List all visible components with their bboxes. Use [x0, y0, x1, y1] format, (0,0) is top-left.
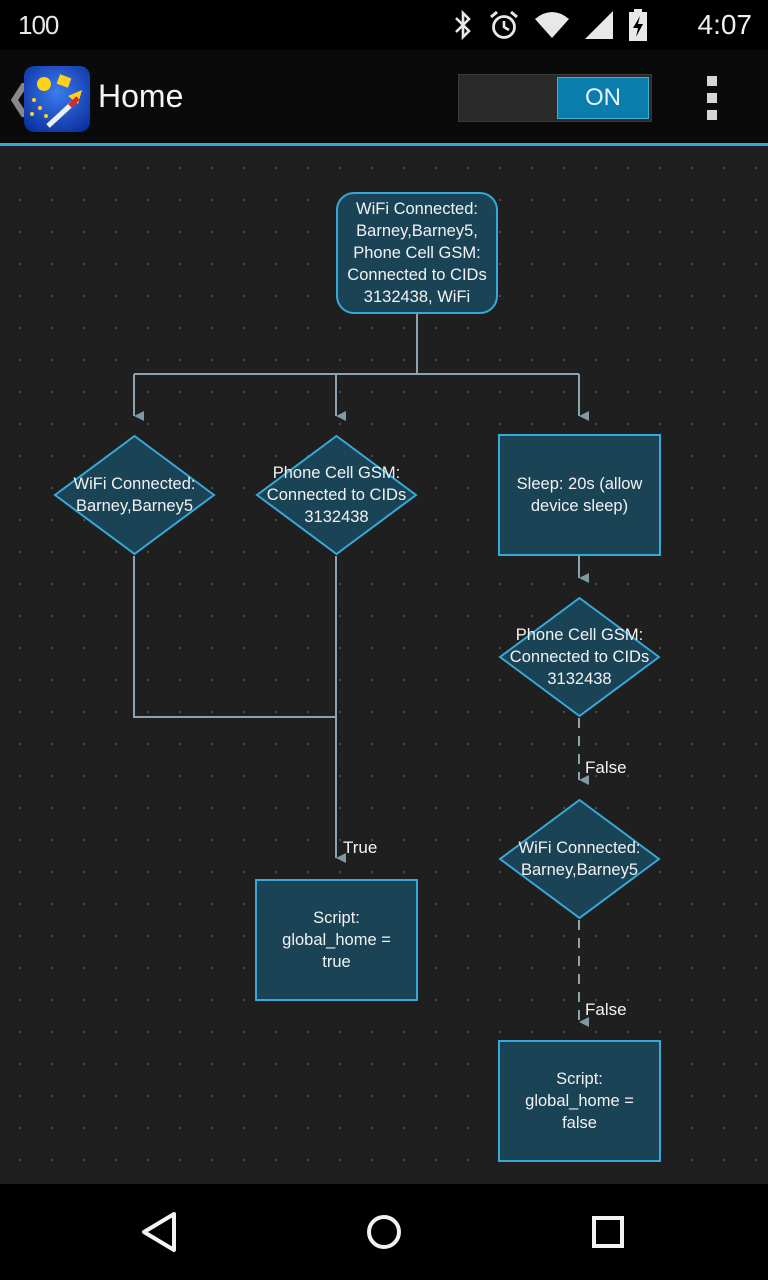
back-icon[interactable] — [136, 1208, 184, 1256]
flow-cond-wifi-right[interactable]: WiFi Connected: Barney,Barney5 — [498, 798, 661, 920]
page-title: Home — [98, 78, 184, 114]
flow-cond-cell-right[interactable]: Phone Cell GSM: Connected to CIDs 313243… — [498, 596, 661, 718]
battery-percent: 100 — [18, 10, 59, 40]
cell-signal-icon — [585, 11, 613, 39]
status-icons — [452, 8, 648, 42]
edge-label-false-1: False — [585, 758, 627, 777]
action-bar: ❮ Home ON — [0, 50, 768, 144]
flow-script-true-text: Script: global_home = true — [282, 909, 391, 971]
flow-root-node[interactable]: WiFi Connected: Barney,Barney5, Phone Ce… — [336, 192, 498, 314]
flow-canvas[interactable]: WiFi Connected: Barney,Barney5, Phone Ce… — [0, 146, 768, 1184]
edge-label-true: True — [343, 838, 378, 857]
alarm-icon — [490, 10, 518, 39]
flow-cond-wifi-right-text: WiFi Connected: Barney,Barney5 — [518, 839, 641, 879]
flow-script-true-node[interactable]: Script: global_home = true — [255, 879, 418, 1001]
wifi-icon — [535, 12, 569, 38]
navigation-bar — [0, 1184, 768, 1280]
battery-charging-icon — [629, 9, 647, 41]
flow-root-text: WiFi Connected: Barney,Barney5, Phone Ce… — [347, 200, 487, 306]
app-logo-icon[interactable] — [24, 66, 90, 132]
flow-sleep-text: Sleep: 20s (allow device sleep) — [516, 475, 643, 515]
flow-script-false-node[interactable]: Script: global_home = false — [498, 1040, 661, 1162]
flow-cond-cell-right-text: Phone Cell GSM: Connected to CIDs 313243… — [509, 626, 650, 688]
flow-cond-cell-mid[interactable]: Phone Cell GSM: Connected to CIDs 313243… — [255, 434, 418, 556]
clock: 4:07 — [697, 9, 753, 40]
flow-cond-cell-mid-text: Phone Cell GSM: Connected to CIDs 313243… — [266, 464, 407, 526]
overflow-menu-icon[interactable] — [700, 76, 724, 120]
home-icon[interactable] — [360, 1208, 408, 1256]
status-bar: 100 4:07 — [0, 0, 768, 50]
edge-label-false-2: False — [585, 1000, 627, 1019]
bluetooth-icon — [455, 10, 471, 40]
flow-cond-wifi-left[interactable]: WiFi Connected: Barney,Barney5 — [53, 434, 216, 556]
recents-icon[interactable] — [584, 1208, 632, 1256]
toggle-on-label: ON — [557, 77, 649, 119]
action-bar-divider — [0, 143, 768, 146]
flow-script-false-text: Script: global_home = false — [525, 1070, 634, 1132]
flow-cond-wifi-left-text: WiFi Connected: Barney,Barney5 — [73, 475, 196, 515]
enable-toggle[interactable]: ON — [458, 74, 652, 122]
flow-connectors — [133, 314, 768, 1184]
flow-sleep-node[interactable]: Sleep: 20s (allow device sleep) — [498, 434, 661, 556]
